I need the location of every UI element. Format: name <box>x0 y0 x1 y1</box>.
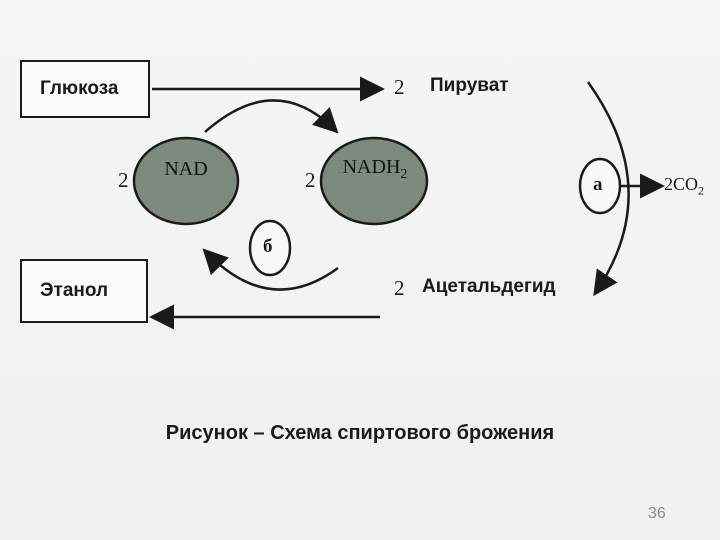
co2-subscript: 2 <box>698 183 705 198</box>
co2-label: 2CO2 <box>664 174 704 199</box>
co2-text: 2CO <box>664 174 699 194</box>
glucose-label: Глюкоза <box>40 78 119 99</box>
glucose-box: Глюкоза <box>20 60 150 118</box>
figure-caption: Рисунок – Схема спиртового брожения <box>165 422 555 444</box>
acetaldehyde-count: 2 <box>394 276 405 300</box>
arrow-nad-nadh <box>204 99 339 134</box>
step-a-label: а <box>593 174 603 195</box>
nad-count: 2 <box>118 168 129 192</box>
page-number: 36 <box>648 505 666 522</box>
nadh-count: 2 <box>305 168 316 192</box>
nad-ellipse <box>132 136 240 226</box>
pyruvate-count: 2 <box>394 75 405 99</box>
pyruvate-label: Пируват <box>430 75 509 96</box>
ethanol-label: Этанол <box>40 280 109 301</box>
step-a-circle <box>578 157 622 215</box>
arrow-nadh-nad <box>202 248 339 291</box>
nadh-text: NADH <box>342 156 401 178</box>
arrow-pyruvate-acetaldehyde <box>586 81 630 297</box>
step-b-circle <box>248 219 292 277</box>
nadh-label: NADH2 <box>330 156 420 183</box>
nadh-subscript: 2 <box>400 167 408 182</box>
ethanol-box: Этанол <box>20 259 148 323</box>
nad-label: NAD <box>164 158 208 180</box>
acetaldehyde-label: Ацетальдегид <box>422 276 556 297</box>
step-b-label: б <box>263 236 273 257</box>
nadh-ellipse <box>319 136 429 226</box>
